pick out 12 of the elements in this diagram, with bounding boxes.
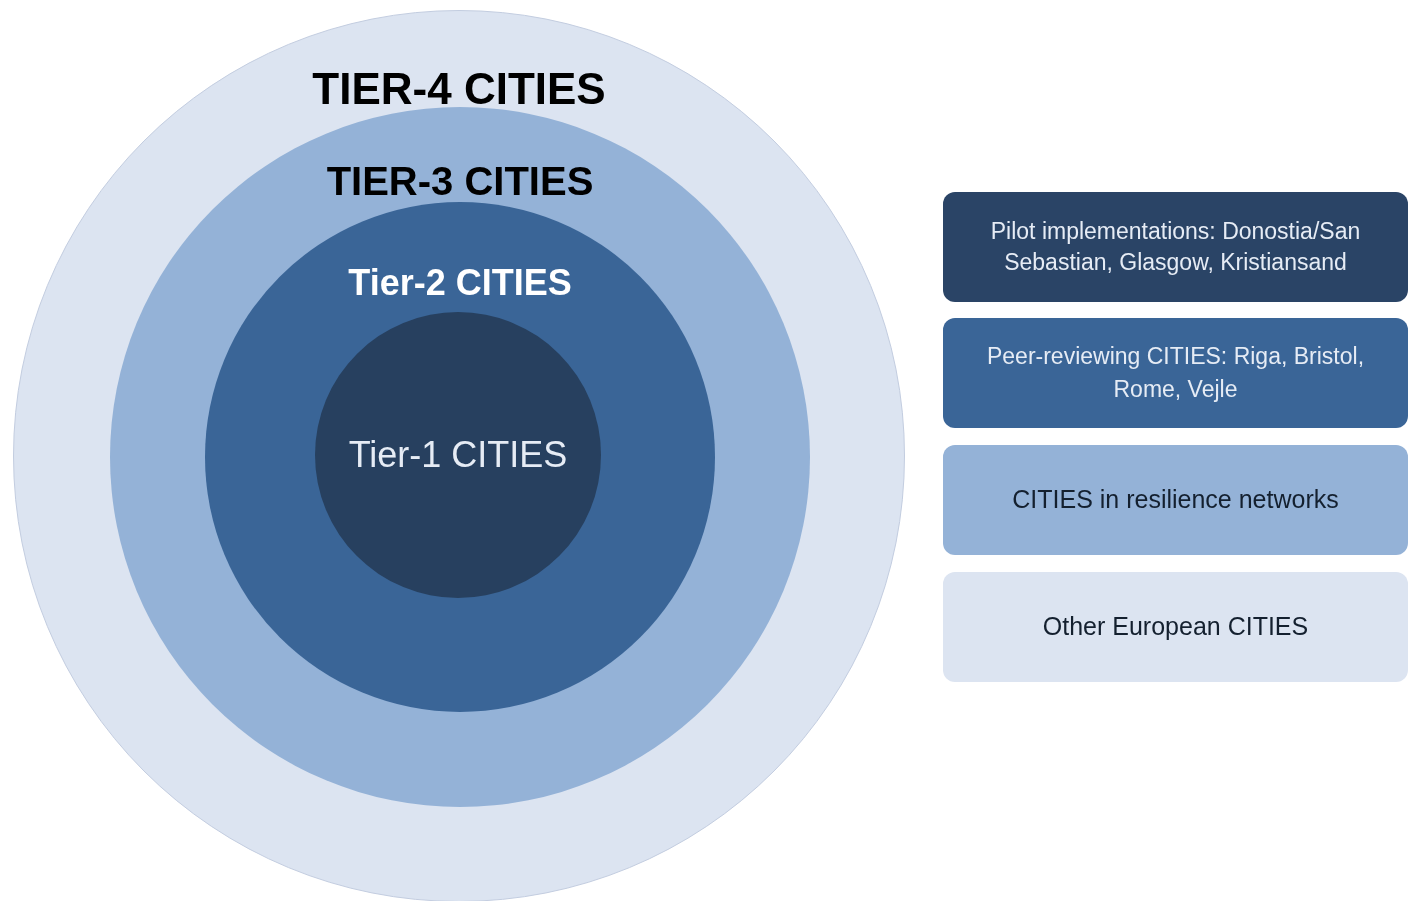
box-label: Pilot implementations: Donostia/San Sebastian, Glasgow, Kristiansand: [989, 216, 1362, 277]
tier-box: [943, 192, 1408, 302]
tier-box: [943, 572, 1408, 682]
ring-label: TIER-3 CITIES: [326, 158, 594, 205]
box-label: CITIES in resilience networks: [1011, 484, 1340, 516]
tier-box: [943, 445, 1408, 555]
ring-label: Tier-2 CITIES: [348, 261, 572, 305]
box-label: Peer-reviewing CITIES: Riga, Bristol, Rome, Vejle: [985, 341, 1366, 404]
tier-box: [943, 318, 1408, 428]
core-label: Tier-1 CITIES: [348, 433, 568, 477]
ring-label: TIER-4 CITIES: [312, 63, 606, 115]
box-label: Other European CITIES: [1041, 611, 1310, 643]
